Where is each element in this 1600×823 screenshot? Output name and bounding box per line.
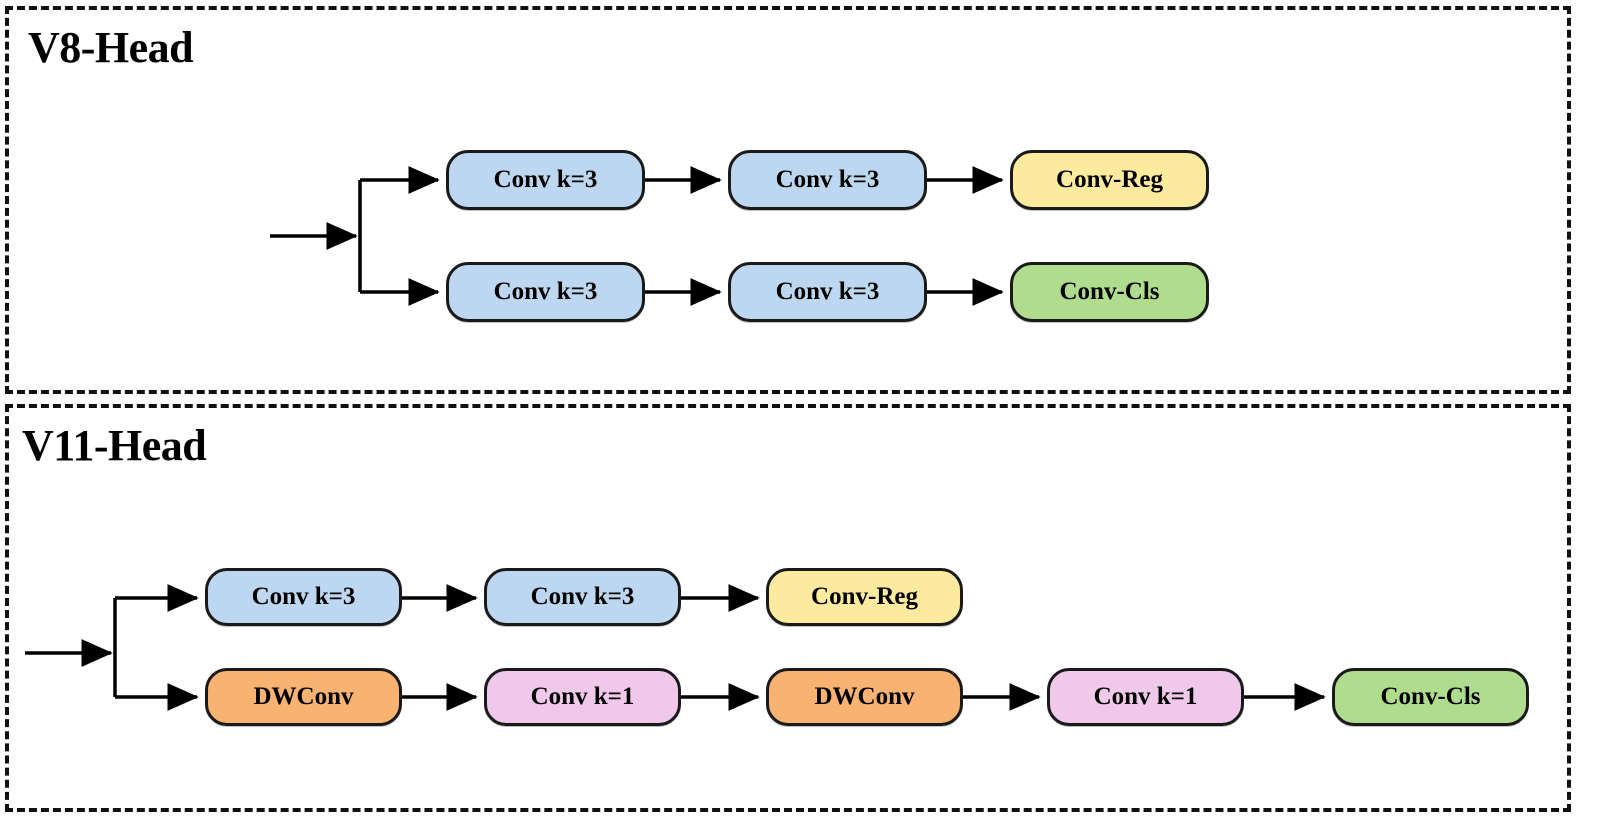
node-label: Conv-Reg [811,583,918,610]
node-label: Conv k=3 [493,166,598,193]
node-label: Conv-Cls [1059,278,1160,305]
node-v11-conv-cls-5: Conv-Cls [1332,668,1529,726]
node-label: Conv-Reg [1056,166,1163,193]
node-v11-dwconv-3: DWConv [766,668,963,726]
node-v11-conv3-1: Conv k=3 [205,568,402,626]
node-label: Conv k=3 [775,278,880,305]
node-label: DWConv [253,683,354,710]
node-v11-conv1-4: Conv k=1 [1047,668,1244,726]
node-v8-conv-cls-3: Conv-Cls [1010,262,1209,322]
node-v8-conv3-2: Conv k=3 [728,262,927,322]
node-label: Conv k=3 [493,278,598,305]
node-label: Conv k=1 [1093,683,1198,710]
node-label: Conv-Cls [1380,683,1481,710]
node-v8-conv-reg-3: Conv-Reg [1010,150,1209,210]
node-v8-conv3-2: Conv k=3 [728,150,927,210]
panel-title-v11-head: V11-Head [22,421,207,470]
node-v11-conv-reg-3: Conv-Reg [766,568,963,626]
node-v8-conv3-1: Conv k=3 [446,150,645,210]
node-label: Conv k=3 [530,583,635,610]
panel-title-v8-head: V8-Head [28,23,194,72]
node-v11-dwconv-1: DWConv [205,668,402,726]
node-v11-conv1-2: Conv k=1 [484,668,681,726]
node-label: DWConv [814,683,915,710]
node-label: Conv k=1 [530,683,635,710]
node-label: Conv k=3 [775,166,880,193]
node-v8-conv3-1: Conv k=3 [446,262,645,322]
node-label: Conv k=3 [251,583,356,610]
node-v11-conv3-2: Conv k=3 [484,568,681,626]
